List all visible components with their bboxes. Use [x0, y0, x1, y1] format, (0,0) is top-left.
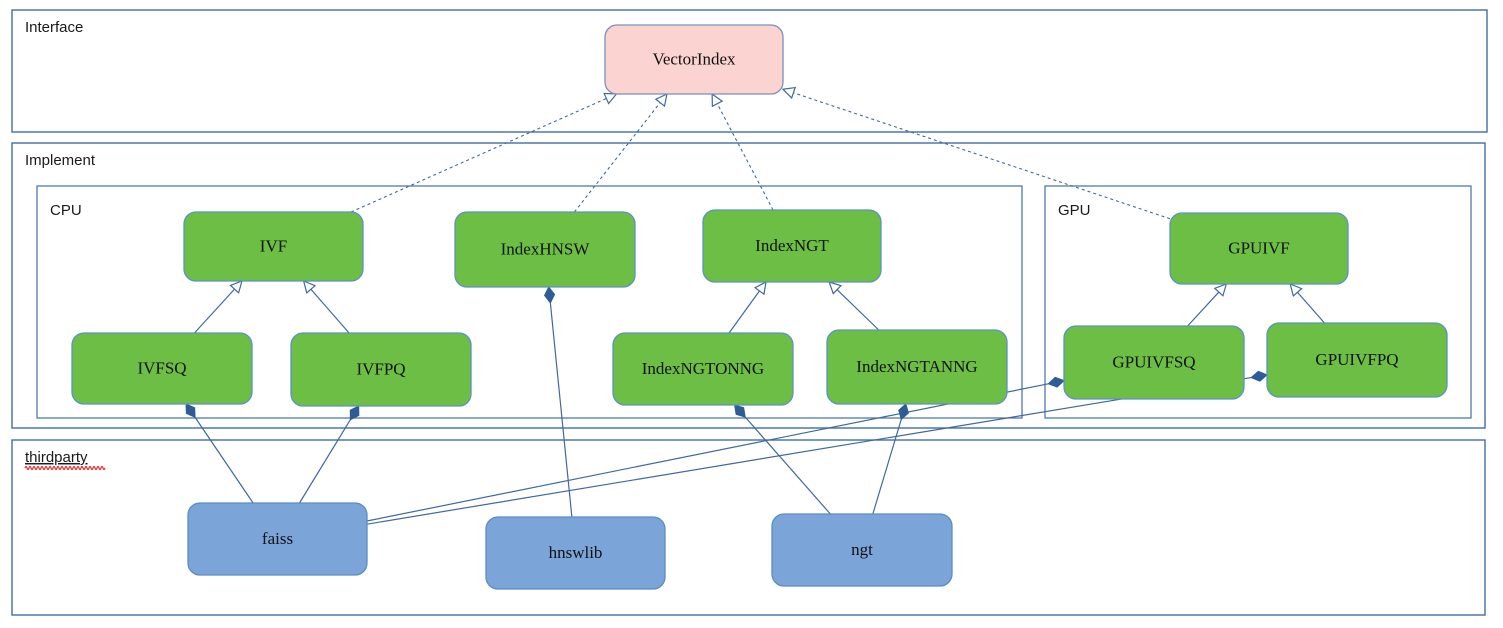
- edge-indexhnsw-to-vectorindex: [573, 102, 661, 213]
- node-label-gpuivfpq: GPUIVFPQ: [1315, 350, 1398, 369]
- container-cpu: [36, 185, 1023, 419]
- inheritance-arrowhead-icon: [1289, 282, 1303, 297]
- inheritance-arrowhead-icon: [711, 92, 724, 108]
- spellcheck-squiggle-icon: [24, 465, 106, 471]
- composition-diamond-icon: [185, 403, 196, 419]
- container-label-implement: Implement: [25, 152, 96, 169]
- edge-faiss-to-gpuivfsq: [366, 383, 1049, 522]
- node-ivf[interactable]: IVF: [183, 211, 364, 282]
- node-box-hnswlib[interactable]: [485, 516, 666, 590]
- edge-ivfpq-to-ivf: [310, 288, 350, 334]
- composition-diamond-icon: [349, 405, 360, 421]
- node-box-gpuivfpq[interactable]: [1266, 322, 1448, 398]
- node-indexhnsw[interactable]: IndexHNSW: [454, 211, 636, 288]
- edge-ngt-to-indexngtonng: [744, 416, 831, 515]
- node-label-indexngtanng: IndexNGTANNG: [856, 357, 977, 376]
- container-label-thirdparty: thirdparty: [25, 449, 88, 466]
- inheritance-arrowhead-icon: [753, 280, 767, 296]
- container-gpu: [1044, 185, 1472, 419]
- node-vectorindex[interactable]: VectorIndex: [604, 24, 784, 95]
- node-box-indexngt[interactable]: [702, 209, 882, 283]
- edge-gpuivf-to-vectorindex: [793, 92, 1171, 220]
- node-box-gpuivfsq[interactable]: [1063, 325, 1245, 400]
- node-box-indexngtonng[interactable]: [612, 332, 794, 406]
- edge-faiss-to-ivfpq: [298, 419, 351, 504]
- node-indexngt[interactable]: IndexNGT: [702, 209, 882, 283]
- node-label-gpuivfsq: GPUIVFSQ: [1112, 352, 1195, 371]
- node-ivfpq[interactable]: IVFPQ: [290, 332, 472, 407]
- container-thirdparty: [11, 439, 1486, 616]
- node-box-vectorindex[interactable]: [604, 24, 784, 95]
- container-label-cpu: CPU: [50, 202, 82, 219]
- node-ivfsq[interactable]: IVFSQ: [71, 332, 253, 405]
- edge-faiss-to-gpuivfpq: [366, 376, 1252, 525]
- edge-faiss-to-ivfsq: [194, 416, 254, 504]
- container-label-gpu: GPU: [1058, 202, 1091, 219]
- node-label-indexhnsw: IndexHNSW: [501, 239, 591, 258]
- node-indexngtonng[interactable]: IndexNGTONNG: [612, 332, 794, 406]
- node-gpuivfpq[interactable]: GPUIVFPQ: [1266, 322, 1448, 398]
- edge-ivf-to-vectorindex: [350, 97, 607, 213]
- edge-gpuivfsq-to-gpuivf: [1187, 291, 1220, 327]
- node-hnswlib[interactable]: hnswlib: [485, 516, 666, 590]
- inheritance-arrowhead-icon: [302, 279, 317, 294]
- inheritance-arrowhead-icon: [828, 281, 843, 295]
- edge-hnswlib-to-indexhnsw: [549, 302, 573, 518]
- node-indexngtanng[interactable]: IndexNGTANNG: [826, 329, 1008, 405]
- composition-diamond-icon: [544, 286, 556, 304]
- inheritance-arrowhead-icon: [654, 92, 668, 108]
- node-label-ngt: ngt: [851, 540, 873, 559]
- node-ngt[interactable]: ngt: [771, 513, 953, 587]
- node-gpuivfsq[interactable]: GPUIVFSQ: [1063, 325, 1245, 400]
- node-faiss[interactable]: faiss: [187, 502, 368, 576]
- node-label-ivfsq: IVFSQ: [137, 358, 186, 377]
- edge-gpuivfpq-to-gpuivf: [1297, 291, 1325, 324]
- node-box-ivf[interactable]: [183, 211, 364, 282]
- node-label-hnswlib: hnswlib: [549, 543, 603, 562]
- node-box-ivfsq[interactable]: [71, 332, 253, 405]
- inheritance-arrowhead-icon: [229, 280, 243, 294]
- node-label-ivfpq: IVFPQ: [356, 359, 405, 378]
- node-box-ivfpq[interactable]: [290, 332, 472, 407]
- edge-indexngtanng-to-indexngt: [836, 289, 880, 331]
- edge-ngt-to-indexngtanng: [872, 419, 902, 515]
- composition-diamond-icon: [898, 403, 909, 421]
- composition-diamond-icon: [734, 404, 746, 418]
- node-box-ngt[interactable]: [771, 513, 953, 587]
- node-label-faiss: faiss: [262, 529, 293, 548]
- edges-layer: [185, 86, 1325, 525]
- inheritance-arrowhead-icon: [1213, 283, 1228, 297]
- node-box-indexhnsw[interactable]: [454, 211, 636, 288]
- inheritance-arrowhead-icon: [603, 92, 618, 105]
- inheritance-arrowhead-icon: [781, 86, 797, 100]
- node-label-vectorindex: VectorIndex: [652, 49, 736, 68]
- composition-diamond-icon: [1047, 376, 1065, 388]
- node-label-gpuivf: GPUIVF: [1228, 238, 1289, 257]
- edge-indexngt-to-vectorindex: [716, 103, 774, 211]
- edge-ivfsq-to-ivf: [194, 288, 235, 334]
- node-box-gpuivf[interactable]: [1169, 212, 1349, 285]
- node-label-indexngtonng: IndexNGTONNG: [642, 359, 764, 378]
- composition-diamond-icon: [1250, 370, 1268, 382]
- node-box-indexngtanng[interactable]: [826, 329, 1008, 405]
- container-label-interface: Interface: [25, 19, 83, 36]
- node-gpuivf[interactable]: GPUIVF: [1169, 212, 1349, 285]
- node-box-faiss[interactable]: [187, 502, 368, 576]
- node-label-indexngt: IndexNGT: [755, 236, 829, 255]
- edge-indexngtonng-to-indexngt: [728, 290, 760, 334]
- node-label-ivf: IVF: [260, 236, 287, 255]
